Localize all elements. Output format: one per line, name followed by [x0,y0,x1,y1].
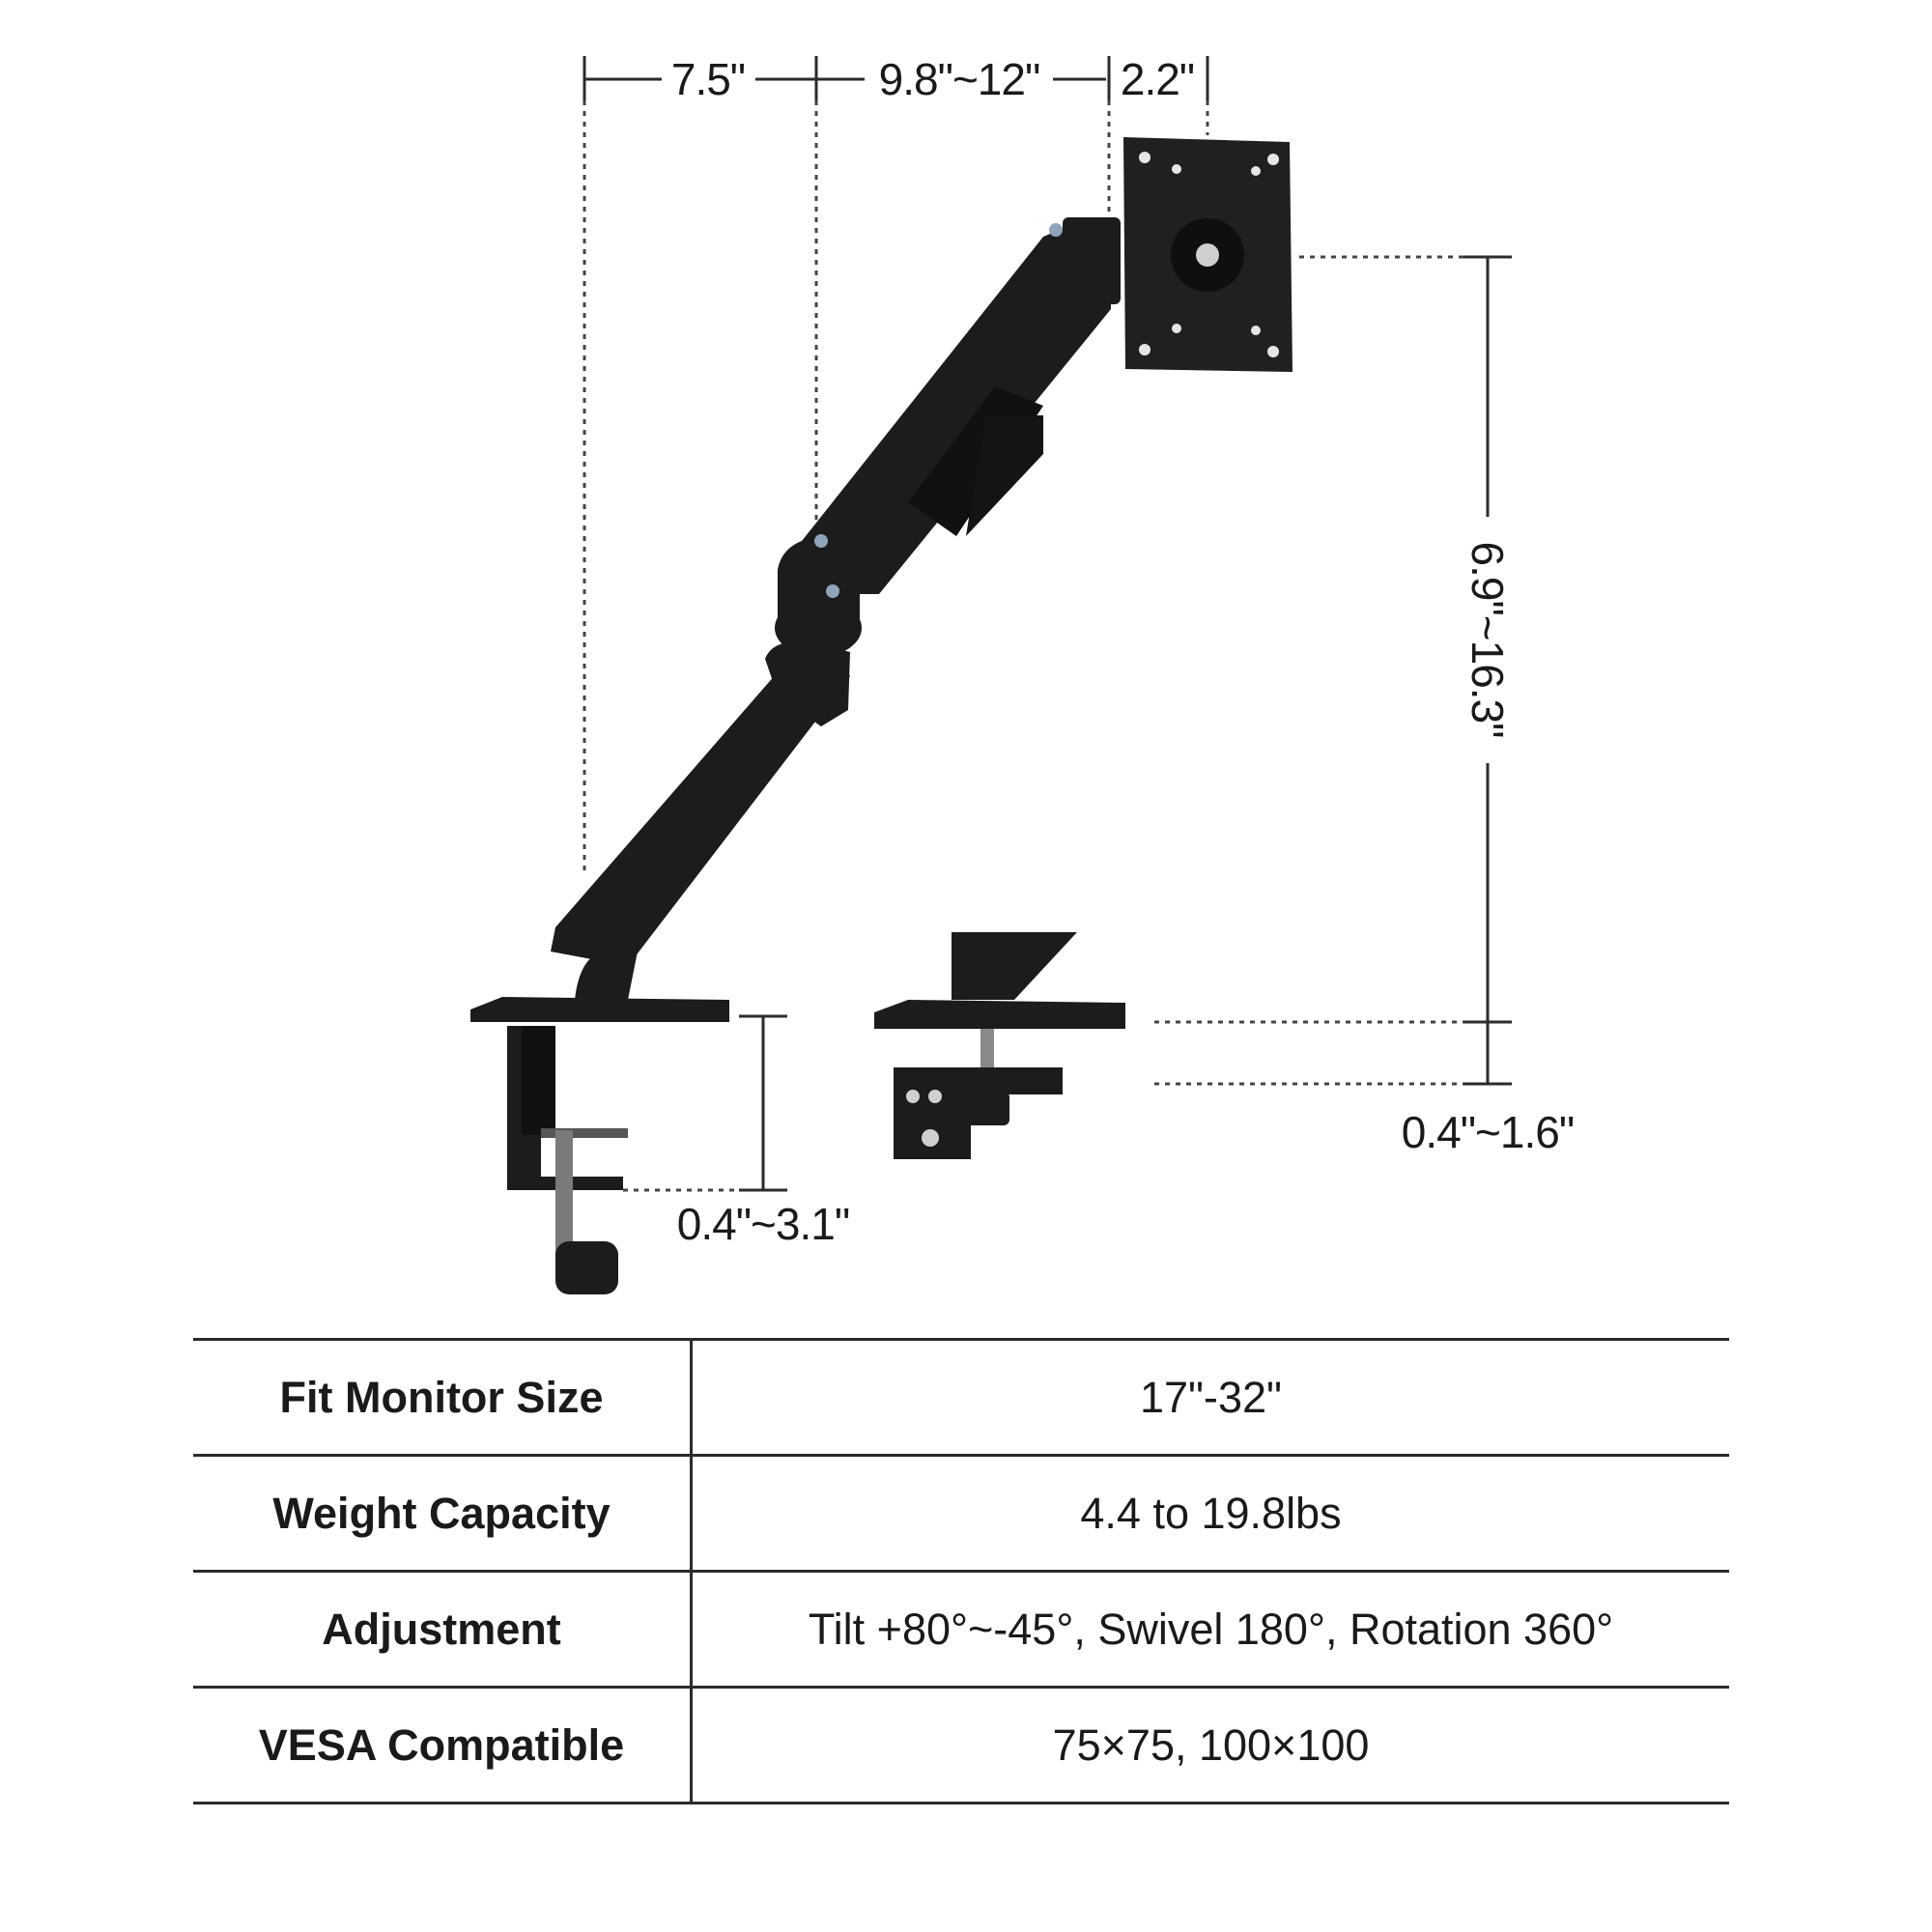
spec-value: 17"-32" [1139,1372,1283,1422]
spec-label: Fit Monitor Size [193,1339,693,1456]
clamp-dimension [739,1014,787,1192]
table-row: Adjustment Tilt +80°~-45°, Swivel 180°, … [193,1571,1729,1688]
reach-offset-label: 7.5" [671,54,745,104]
arm-reach-label: 9.8"~12" [879,54,1040,104]
spec-label: Weight Capacity [193,1455,693,1572]
plate-offset-label: 2.2" [1121,54,1194,104]
spec-table: Fit Monitor Size 17"-32" Weight Capacity… [193,1338,1729,1804]
table-row: VESA Compatible 75×75, 100×100 [193,1687,1729,1804]
grommet-mount [874,932,1125,1159]
height-range-label: 6.9"~16.3" [1463,542,1513,738]
top-dimension-bar [582,56,1209,100]
grommet-thickness-label: 0.4"~1.6" [1402,1107,1574,1157]
spec-value: 75×75, 100×100 [1052,1719,1370,1770]
spec-label: Adjustment [193,1571,693,1688]
monitor-arm-diagram: 7.5" 9.8"~12" 2.2" 6.9"~16.3" 0.4"~1.6" … [470,54,1575,1294]
monitor-arm [470,137,1293,1294]
height-dimension [1463,255,1512,1086]
spec-value: 4.4 to 19.8lbs [1080,1488,1342,1538]
table-row: Fit Monitor Size 17"-32" [193,1339,1729,1456]
spec-value: Tilt +80°~-45°, Swivel 180°, Rotation 36… [808,1604,1614,1654]
clamp-thickness-label: 0.4"~3.1" [677,1199,849,1249]
table-row: Weight Capacity 4.4 to 19.8lbs [193,1455,1729,1572]
dotted-guides [582,100,1468,1192]
spec-label: VESA Compatible [193,1687,693,1804]
